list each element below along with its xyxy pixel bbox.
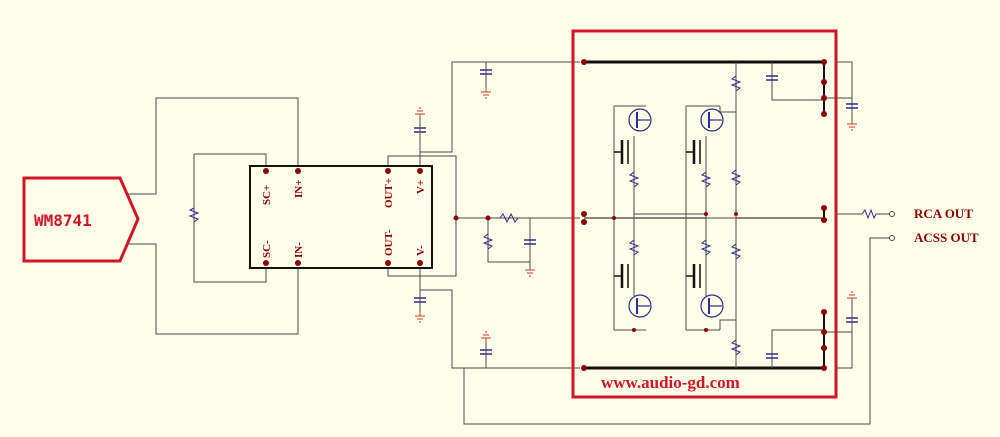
dac-chip-label: WM8741 — [34, 211, 92, 230]
shunt-resistor — [188, 207, 200, 223]
pin-label-out-minus: OUT- — [383, 229, 395, 256]
capacitors — [414, 69, 858, 359]
pin-label-v-plus: V+ — [415, 180, 427, 194]
dac-chip-shape — [22, 176, 140, 263]
pin-label-v-minus: V- — [415, 245, 427, 256]
mosfet-transistors — [614, 140, 701, 288]
rca-out-label: RCA OUT — [914, 206, 973, 221]
wires-buffer — [613, 62, 824, 368]
acss-out-terminal — [889, 235, 895, 241]
buffer-stage-frame — [571, 29, 838, 399]
bjt-transistors — [628, 108, 724, 318]
resistors — [482, 75, 877, 356]
pin-label-in-minus: IN- — [293, 242, 305, 258]
pin-label-in-plus: IN+ — [293, 180, 305, 199]
junction-nodes — [453, 59, 827, 371]
buffer-module-box — [249, 165, 433, 269]
module-pins — [263, 168, 423, 266]
acss-out-label: ACSS OUT — [914, 230, 979, 245]
rca-out-terminal — [889, 211, 895, 217]
rails — [584, 60, 825, 370]
ground-symbols — [415, 88, 857, 342]
pin-label-out-plus: OUT+ — [383, 178, 395, 208]
pin-label-sc-minus: SC- — [261, 240, 273, 258]
pin-label-sc-plus: SC+ — [261, 185, 273, 205]
wires-main — [387, 61, 890, 425]
website-label: www.audio-gd.com — [601, 373, 740, 392]
